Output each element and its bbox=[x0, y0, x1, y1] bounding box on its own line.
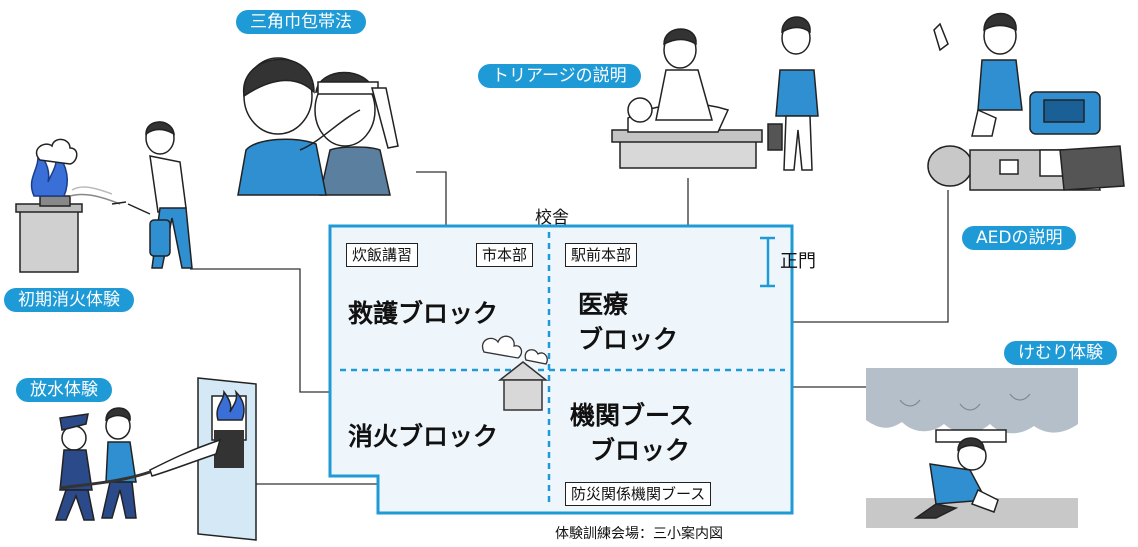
block-agency-line1: 機関ブース bbox=[570, 401, 694, 430]
label-initial-fire: 初期消火体験 bbox=[4, 288, 134, 312]
booth-city-hq: 市本部 bbox=[476, 243, 534, 267]
label-smoke: けむり体験 bbox=[1004, 341, 1117, 365]
booth-station-hq: 駅前本部 bbox=[565, 243, 638, 267]
bandage-illustration bbox=[237, 40, 416, 196]
booth-disaster-orgs: 防災関係機関ブース bbox=[565, 482, 712, 506]
building-label: 校舎 bbox=[535, 208, 569, 228]
label-aed: AEDの説明 bbox=[962, 226, 1077, 250]
label-water-spray: 放水体験 bbox=[16, 378, 112, 402]
gate-icon bbox=[760, 236, 775, 288]
school-area bbox=[328, 224, 794, 515]
water-spray-illustration bbox=[54, 377, 257, 541]
gate-label: 正門 bbox=[780, 251, 816, 272]
label-bandage: 三角巾包帯法 bbox=[236, 10, 366, 34]
block-firefighting: 消火ブロック bbox=[348, 422, 499, 451]
initial-fire-illustration bbox=[15, 121, 193, 273]
map-caption: 体験訓練会場：三小案内図 bbox=[555, 526, 723, 542]
triage-illustration bbox=[611, 16, 819, 171]
aed-illustration bbox=[927, 12, 1125, 191]
booth-cooking: 炊飯講習 bbox=[346, 243, 419, 267]
smoke-illustration bbox=[866, 368, 1078, 528]
block-medical-line1: 医療 bbox=[578, 290, 629, 319]
block-medical-line2: ブロック bbox=[578, 325, 679, 354]
label-triage: トリアージの説明 bbox=[478, 64, 641, 88]
burning-house-icon bbox=[481, 335, 549, 411]
block-agency-line2: ブロック bbox=[590, 436, 691, 465]
block-rescue: 救護ブロック bbox=[348, 299, 499, 328]
